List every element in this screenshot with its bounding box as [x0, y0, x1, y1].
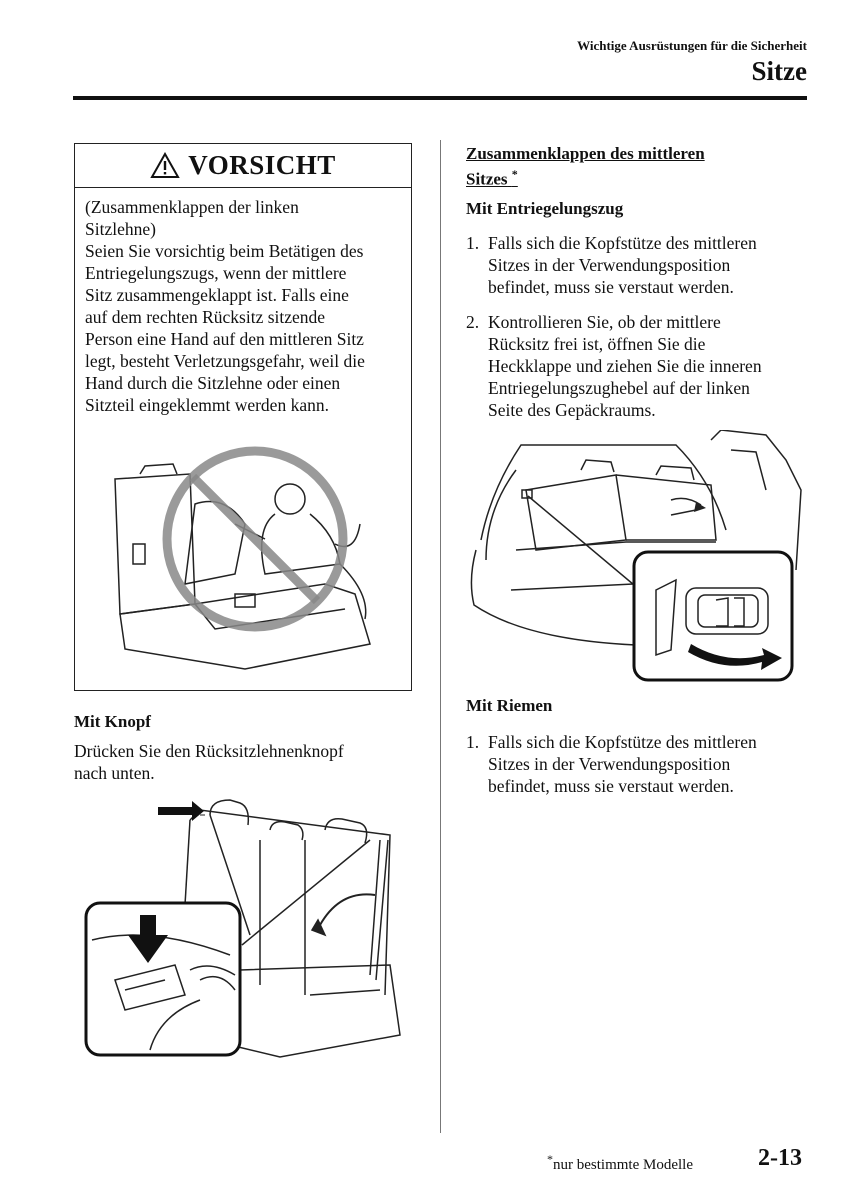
page-title: Sitze: [751, 56, 807, 86]
header-rule: [73, 96, 807, 100]
caution-title: VORSICHT: [188, 150, 336, 180]
footnote-text: nur bestimmte Modelle: [553, 1157, 693, 1173]
step-number: 1.: [466, 233, 480, 253]
caution-illustration: [114, 446, 371, 670]
knopf-illustration: [84, 799, 401, 1058]
middle-seat-heading-line2: Sitzes: [466, 169, 508, 189]
zug-heading: Mit Entriegelungszug: [466, 199, 624, 218]
caution-text: (Zusammenklappen der linken Sitzlehne) S…: [85, 197, 365, 415]
warning-triangle-icon: [150, 152, 180, 178]
middle-seat-heading-line1: Zusammenklappen des mittleren: [466, 144, 705, 163]
riemen-step-1: 1. Falls sich die Kopfstütze des mittler…: [466, 731, 806, 797]
step-text: Falls sich die Kopfstütze des mittleren …: [488, 732, 757, 796]
step-text: Falls sich die Kopfstütze des mittleren …: [488, 233, 757, 297]
zug-illustration: [470, 430, 802, 682]
step-number: 2.: [466, 312, 480, 332]
zug-step-2: 2. Kontrollieren Sie, ob der mittlere Rü…: [466, 311, 806, 421]
step-number: 1.: [466, 732, 480, 752]
riemen-heading: Mit Riemen: [466, 696, 553, 715]
zug-step-1: 1. Falls sich die Kopfstütze des mittler…: [466, 232, 806, 298]
page-number: 2-13: [758, 1145, 802, 1171]
middle-seat-heading: Zusammenklappen des mittleren Sitzes *: [466, 143, 786, 190]
caution-header: VORSICHT: [75, 144, 411, 188]
footnote: *nur bestimmte Modelle: [547, 1152, 693, 1174]
step-text: Kontrollieren Sie, ob der mittlere Rücks…: [488, 312, 762, 420]
footnote-marker: *: [511, 167, 518, 181]
footnote-marker: *: [547, 1152, 553, 1166]
column-divider: [440, 140, 441, 1133]
knopf-heading: Mit Knopf: [74, 712, 151, 731]
knopf-text: Drücken Sie den Rücksitzlehnenknopf nach…: [74, 741, 344, 783]
section-subtitle: Wichtige Ausrüstungen für die Sicherheit: [577, 38, 807, 53]
caution-box: VORSICHT (Zusammenklappen der linken Sit…: [74, 143, 412, 691]
